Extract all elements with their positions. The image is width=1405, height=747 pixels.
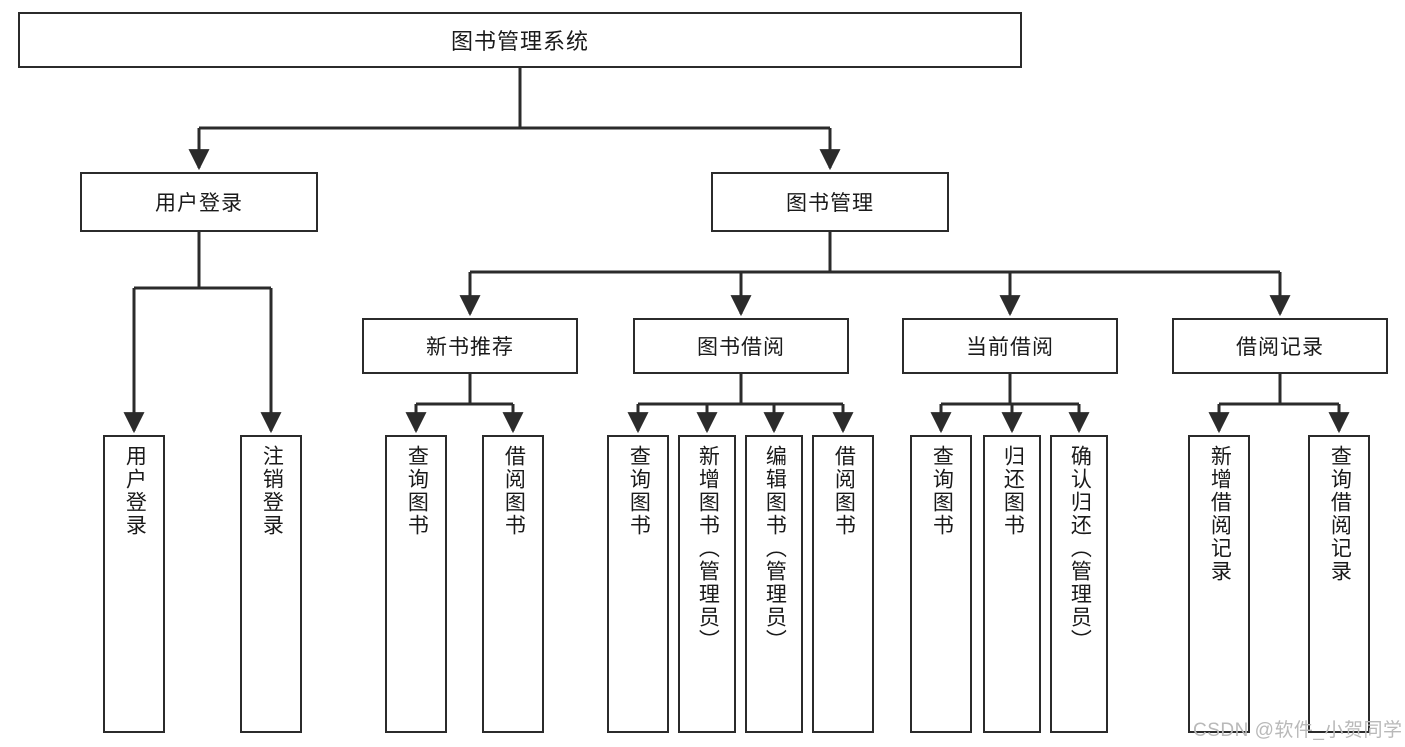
node-current-borrow[interactable]: 当前借阅	[902, 318, 1118, 374]
leaf-node[interactable]: 归还图书	[983, 435, 1041, 733]
leaf-node-label: 用户登录	[123, 445, 147, 537]
node-book-management-label: 图书管理	[786, 192, 874, 215]
leaf-node-label: 借阅图书	[832, 445, 856, 537]
node-root[interactable]: 图书管理系统	[18, 12, 1022, 68]
leaf-node-label: 新增图书（管理员）	[696, 445, 720, 652]
leaf-node[interactable]: 编辑图书（管理员）	[745, 435, 803, 733]
csdn-watermark-text: CSDN @软件_小贺同学	[1193, 720, 1403, 741]
node-new-book-recommend-label: 新书推荐	[426, 336, 514, 359]
leaf-node-label: 查询借阅记录	[1328, 445, 1352, 583]
leaf-node[interactable]: 新增图书（管理员）	[678, 435, 736, 733]
leaf-node[interactable]: 查询图书	[607, 435, 669, 733]
node-new-book-recommend[interactable]: 新书推荐	[362, 318, 578, 374]
leaf-node[interactable]: 查询借阅记录	[1308, 435, 1370, 733]
leaf-node-label: 注销登录	[260, 445, 284, 537]
node-book-management[interactable]: 图书管理	[711, 172, 949, 232]
node-book-borrow[interactable]: 图书借阅	[633, 318, 849, 374]
leaf-node[interactable]: 查询图书	[910, 435, 972, 733]
leaf-node[interactable]: 查询图书	[385, 435, 447, 733]
leaf-node[interactable]: 借阅图书	[812, 435, 874, 733]
csdn-watermark: CSDN @软件_小贺同学	[1193, 715, 1402, 742]
leaf-node-label: 查询图书	[405, 445, 429, 537]
node-book-borrow-label: 图书借阅	[697, 336, 785, 359]
leaf-node[interactable]: 新增借阅记录	[1188, 435, 1250, 733]
node-user-login-label: 用户登录	[155, 192, 243, 215]
leaf-node-label: 编辑图书（管理员）	[763, 445, 787, 652]
node-root-label: 图书管理系统	[450, 29, 589, 54]
node-borrow-records-label: 借阅记录	[1236, 336, 1324, 359]
leaf-node-label: 新增借阅记录	[1208, 445, 1232, 583]
leaf-node[interactable]: 用户登录	[103, 435, 165, 733]
leaf-node[interactable]: 注销登录	[240, 435, 302, 733]
leaf-node-label: 确认归还（管理员）	[1068, 445, 1092, 652]
node-current-borrow-label: 当前借阅	[966, 336, 1054, 359]
leaf-node[interactable]: 确认归还（管理员）	[1050, 435, 1108, 733]
leaf-node-label: 借阅图书	[502, 445, 526, 537]
leaf-node[interactable]: 借阅图书	[482, 435, 544, 733]
node-user-login[interactable]: 用户登录	[80, 172, 318, 232]
node-borrow-records[interactable]: 借阅记录	[1172, 318, 1388, 374]
leaf-node-label: 归还图书	[1001, 445, 1025, 537]
leaf-node-label: 查询图书	[930, 445, 954, 537]
leaf-node-label: 查询图书	[627, 445, 651, 537]
